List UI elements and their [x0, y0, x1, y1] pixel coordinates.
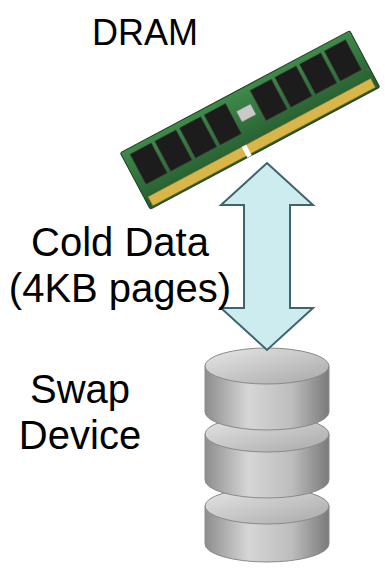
swap-device: Swap Device [10, 350, 370, 565]
node-label: Swap Device [10, 366, 150, 458]
double-arrow [221, 163, 313, 350]
disk-stack [205, 348, 329, 562]
node-label: DRAM [80, 12, 210, 54]
edge-label: Cold Data (4KB pages) [2, 219, 238, 311]
dram-module: DRAM [60, 8, 385, 163]
